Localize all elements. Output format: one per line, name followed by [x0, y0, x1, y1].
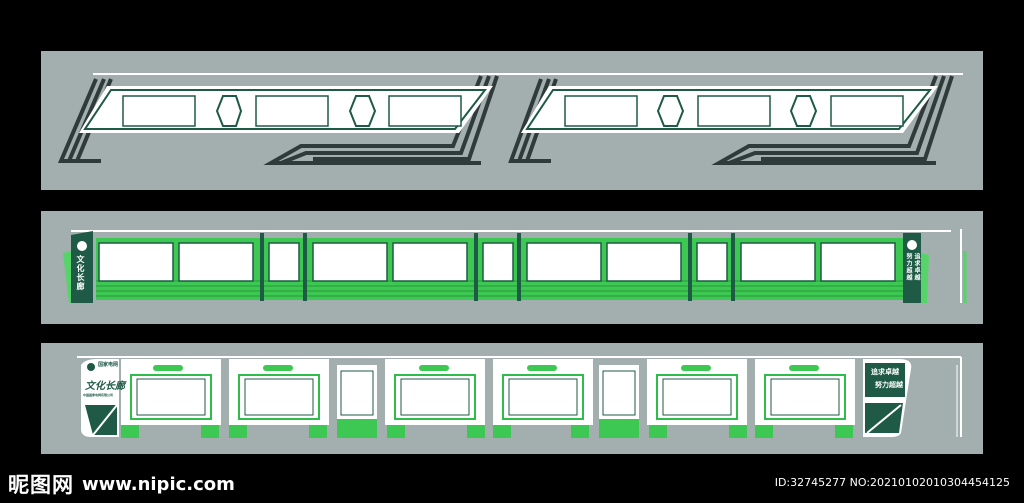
bottom-right-slogan-1: 追求卓越 — [871, 368, 899, 376]
unit-b-7 — [647, 359, 747, 425]
bottom-left-logo-icon — [87, 363, 95, 371]
bench-unit-left — [57, 75, 499, 165]
bottom-left-small-sub: 中国国家电网有限公司 — [83, 393, 114, 397]
unit-b-3 — [337, 365, 377, 419]
frame-left-3 — [388, 95, 462, 127]
frame-m-11 — [820, 242, 896, 282]
left-logo-icon — [77, 241, 87, 251]
frame-m-4 — [312, 242, 388, 282]
right-logo-icon — [907, 240, 917, 250]
frame-m-7 — [526, 242, 602, 282]
bench-unit-right — [508, 75, 954, 165]
middle-pillars — [260, 233, 735, 301]
frame-m-10 — [740, 242, 816, 282]
bottom-base-blocks — [121, 417, 853, 438]
hex-deco-left-1 — [215, 95, 243, 127]
unit-b-4 — [385, 359, 485, 425]
watermark-image-info: ID:32745277 NO:20210102010304454125 — [774, 476, 1010, 489]
left-vertical-slogan: 文化长廊 — [76, 255, 85, 291]
unit-b-6 — [599, 365, 639, 419]
frame-right-2 — [697, 95, 771, 127]
watermark-left: 昵图网 www.nipic.com — [8, 470, 235, 498]
middle-frames — [98, 242, 896, 282]
design-panel-bottom: 国家电网 中国国家电网有限公司 文化长廊 追求卓越 努力超越 — [41, 343, 983, 454]
frame-m-2 — [178, 242, 254, 282]
frame-m-9 — [696, 242, 728, 282]
watermark-site-name: 昵图网 — [8, 473, 74, 497]
frame-left-1 — [122, 95, 196, 127]
design-panel-middle: 文化长廊 追求卓越 努力超越 — [41, 211, 983, 324]
frame-m-6 — [482, 242, 514, 282]
frame-m-5 — [392, 242, 468, 282]
frame-right-3 — [830, 95, 904, 127]
bottom-units — [121, 359, 855, 425]
watermark-site-url: www.nipic.com — [82, 473, 235, 495]
frame-m-8 — [606, 242, 682, 282]
right-end-post — [903, 233, 921, 303]
hex-deco-left-2 — [348, 95, 377, 127]
bottom-left-small-title: 国家电网 — [98, 362, 119, 368]
right-vertical-slogan-1: 追求卓越 — [913, 253, 920, 281]
unit-b-2 — [229, 359, 329, 425]
right-vertical-slogan-2: 努力超越 — [905, 253, 912, 281]
unit-b-1 — [121, 359, 221, 425]
panel-top-drawing — [57, 73, 963, 165]
hex-deco-right-2 — [789, 95, 818, 127]
bottom-left-script-title: 文化长廊 — [85, 381, 125, 392]
unit-b-8 — [755, 359, 855, 425]
frame-m-1 — [98, 242, 174, 282]
bottom-right-slogan-2: 努力超越 — [875, 381, 903, 389]
hex-deco-right-1 — [656, 95, 685, 127]
panel-middle-drawing — [63, 229, 967, 303]
panel-bottom-drawing — [77, 356, 962, 438]
left-end-post — [71, 231, 93, 303]
unit-b-5 — [493, 359, 593, 425]
frame-m-3 — [268, 242, 300, 282]
frame-left-2 — [255, 95, 329, 127]
design-panel-top — [41, 51, 983, 190]
frame-right-1 — [564, 95, 638, 127]
